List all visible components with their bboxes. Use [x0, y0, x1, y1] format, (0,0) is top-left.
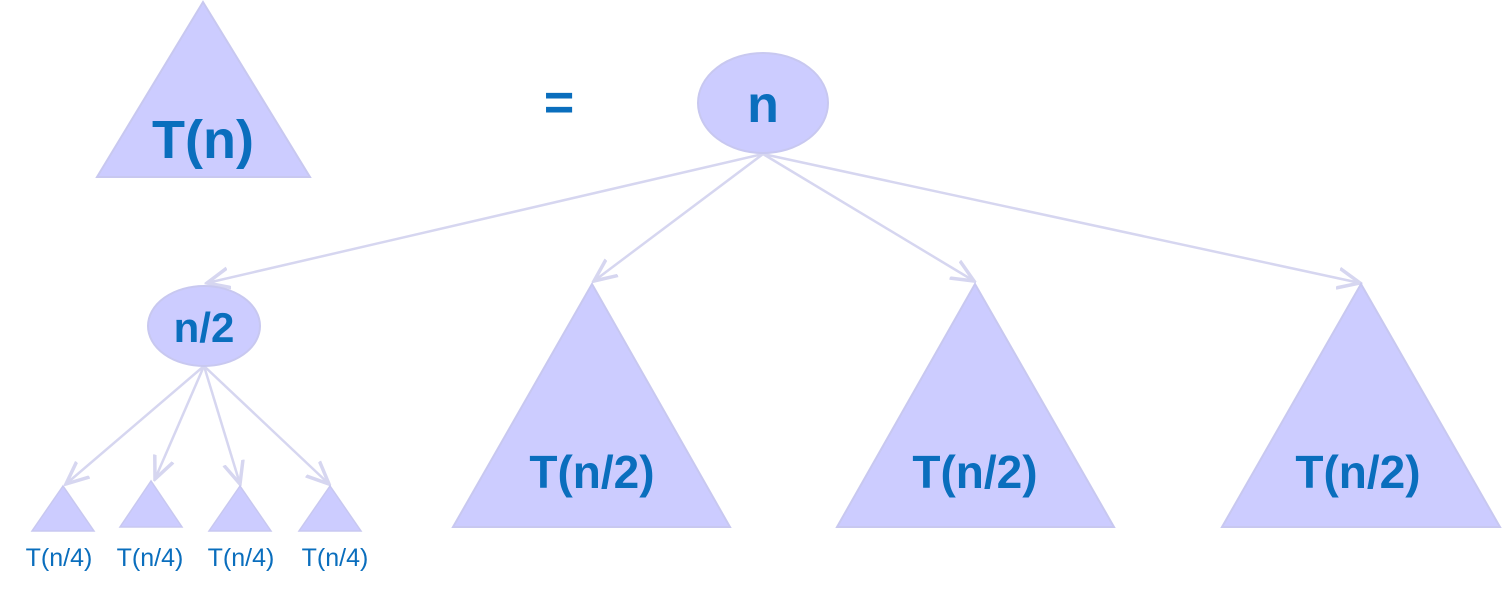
lhs-triangle-node: T(n)	[95, 0, 312, 178]
child-triangle-label: T(n/2)	[912, 446, 1037, 498]
small-triangle-shape	[297, 484, 363, 532]
small-triangle-shape	[30, 484, 96, 532]
root-node: n	[697, 52, 829, 154]
grandchild-node-3: T(n/4)	[207, 484, 275, 572]
child-ellipse	[147, 285, 261, 367]
grandchild-label: T(n/4)	[208, 544, 275, 572]
root-label: n	[747, 76, 779, 134]
edge-n-half-to-t-n-quarter-2	[155, 365, 206, 479]
grandchild-node-4: T(n/4)	[297, 484, 369, 572]
grandchild-label: T(n/4)	[302, 544, 369, 572]
grandchild-node-1: T(n/4)	[26, 484, 96, 572]
grandchild-label: T(n/4)	[26, 544, 93, 572]
edge-root-to-n-half	[207, 152, 764, 283]
root-ellipse	[697, 52, 829, 154]
triangle-shape	[1220, 281, 1502, 528]
edge-n-half-to-t-n-quarter-1	[66, 365, 205, 484]
grandchild-label: T(n/4)	[117, 544, 184, 572]
edge-root-to-t-n-half-3	[762, 152, 1360, 283]
edge-n-half-to-t-n-quarter-3	[202, 365, 240, 484]
edge-root-to-t-n-half-2	[762, 152, 974, 281]
edge-n-half-to-t-n-quarter-4	[203, 365, 329, 484]
triangle-shape	[95, 0, 312, 178]
edge-root-to-t-n-half-1	[594, 153, 764, 281]
small-triangle-shape	[207, 484, 273, 532]
edges	[66, 152, 1360, 484]
child-triangle-node-1: T(n/2)	[451, 281, 732, 528]
lhs-triangle-label: T(n)	[152, 110, 254, 170]
triangle-shape	[835, 281, 1116, 528]
grandchild-node-2: T(n/4)	[117, 479, 184, 572]
child-label: n/2	[174, 304, 235, 351]
child-triangle-label: T(n/2)	[529, 446, 654, 498]
child-triangle-node-2: T(n/2)	[835, 281, 1116, 528]
child-triangle-label: T(n/2)	[1295, 446, 1420, 498]
child-node-n-half: n/2	[147, 285, 261, 367]
equals-sign: =	[544, 74, 574, 132]
triangle-shape	[451, 281, 732, 528]
small-triangle-shape	[118, 479, 184, 528]
child-triangle-node-3: T(n/2)	[1220, 281, 1502, 528]
